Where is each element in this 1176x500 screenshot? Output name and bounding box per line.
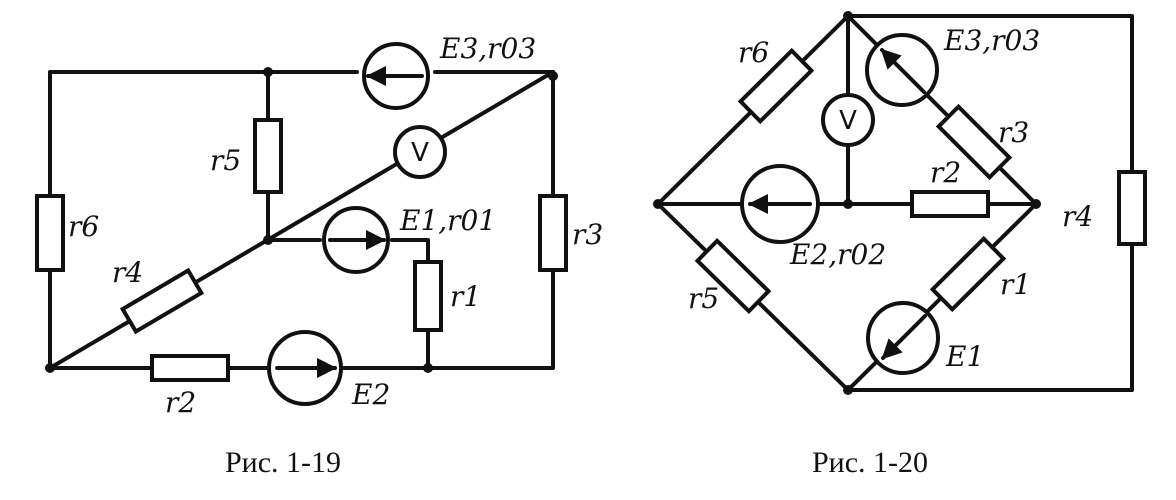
figure-1-19: V E3,r03 r5 r6 r3 E1,r01 r4 r1 r2 E2 Рис… xyxy=(35,32,603,479)
fig19-resistor-r6 xyxy=(35,194,65,272)
fig19-resistor-r5 xyxy=(253,118,283,194)
fig20-source-e1 xyxy=(866,301,940,375)
fig20-label-r6: r6 xyxy=(738,36,769,69)
fig20-resistor-r5 xyxy=(694,237,772,315)
figure-1-20: V r6 E3,r03 r3 r2 r4 E2,r02 r5 r1 E1 Рис… xyxy=(653,11,1147,479)
fig20-resistor-r4 xyxy=(1117,170,1147,246)
fig20-source-e3 xyxy=(865,33,939,107)
fig20-label-r2: r2 xyxy=(930,156,961,189)
fig20-resistor-r1 xyxy=(929,235,1007,313)
fig19-resistor-r4 xyxy=(119,267,205,335)
fig19-label-e1: E1,r01 xyxy=(399,204,496,237)
fig19-resistor-r1 xyxy=(413,260,443,332)
fig20-label-r3: r3 xyxy=(998,116,1029,149)
fig19-label-r4: r4 xyxy=(112,256,143,289)
fig19-resistor-r3 xyxy=(538,194,568,272)
fig20-nodes xyxy=(653,11,1041,395)
fig19-caption: Рис. 1-19 xyxy=(225,446,341,479)
fig19-source-e2 xyxy=(267,330,343,406)
fig20-label-r4: r4 xyxy=(1062,200,1093,233)
fig19-voltmeter: V xyxy=(393,125,447,179)
fig19-label-r3: r3 xyxy=(572,218,603,251)
fig20-label-r5: r5 xyxy=(688,282,719,315)
fig20-resistor-r2 xyxy=(910,190,990,218)
fig20-resistor-r6 xyxy=(737,47,815,125)
fig20-source-e2 xyxy=(740,164,820,244)
fig19-label-e2: E2 xyxy=(351,378,390,411)
fig20-caption: Рис. 1-20 xyxy=(812,446,928,479)
fig20-label-r1: r1 xyxy=(1000,268,1031,301)
fig19-label-v: V xyxy=(411,138,429,168)
fig20-label-e3: E3,r03 xyxy=(943,24,1040,57)
fig19-source-e3 xyxy=(362,42,430,110)
fig19-source-e1 xyxy=(322,206,390,274)
fig19-label-r2: r2 xyxy=(165,386,196,419)
fig19-label-r5: r5 xyxy=(210,144,241,177)
fig20-voltmeter: V xyxy=(821,93,875,147)
fig19-label-r1: r1 xyxy=(450,280,481,313)
fig19-nodes xyxy=(45,67,558,373)
fig19-label-e3: E3,r03 xyxy=(439,32,536,65)
fig20-label-v: V xyxy=(839,106,857,136)
fig19-label-r6: r6 xyxy=(68,210,99,243)
fig20-resistor-r3 xyxy=(935,103,1013,181)
fig20-label-e1: E1 xyxy=(945,340,984,373)
fig20-label-e2: E2,r02 xyxy=(789,238,886,271)
fig19-resistor-r2 xyxy=(150,354,230,382)
